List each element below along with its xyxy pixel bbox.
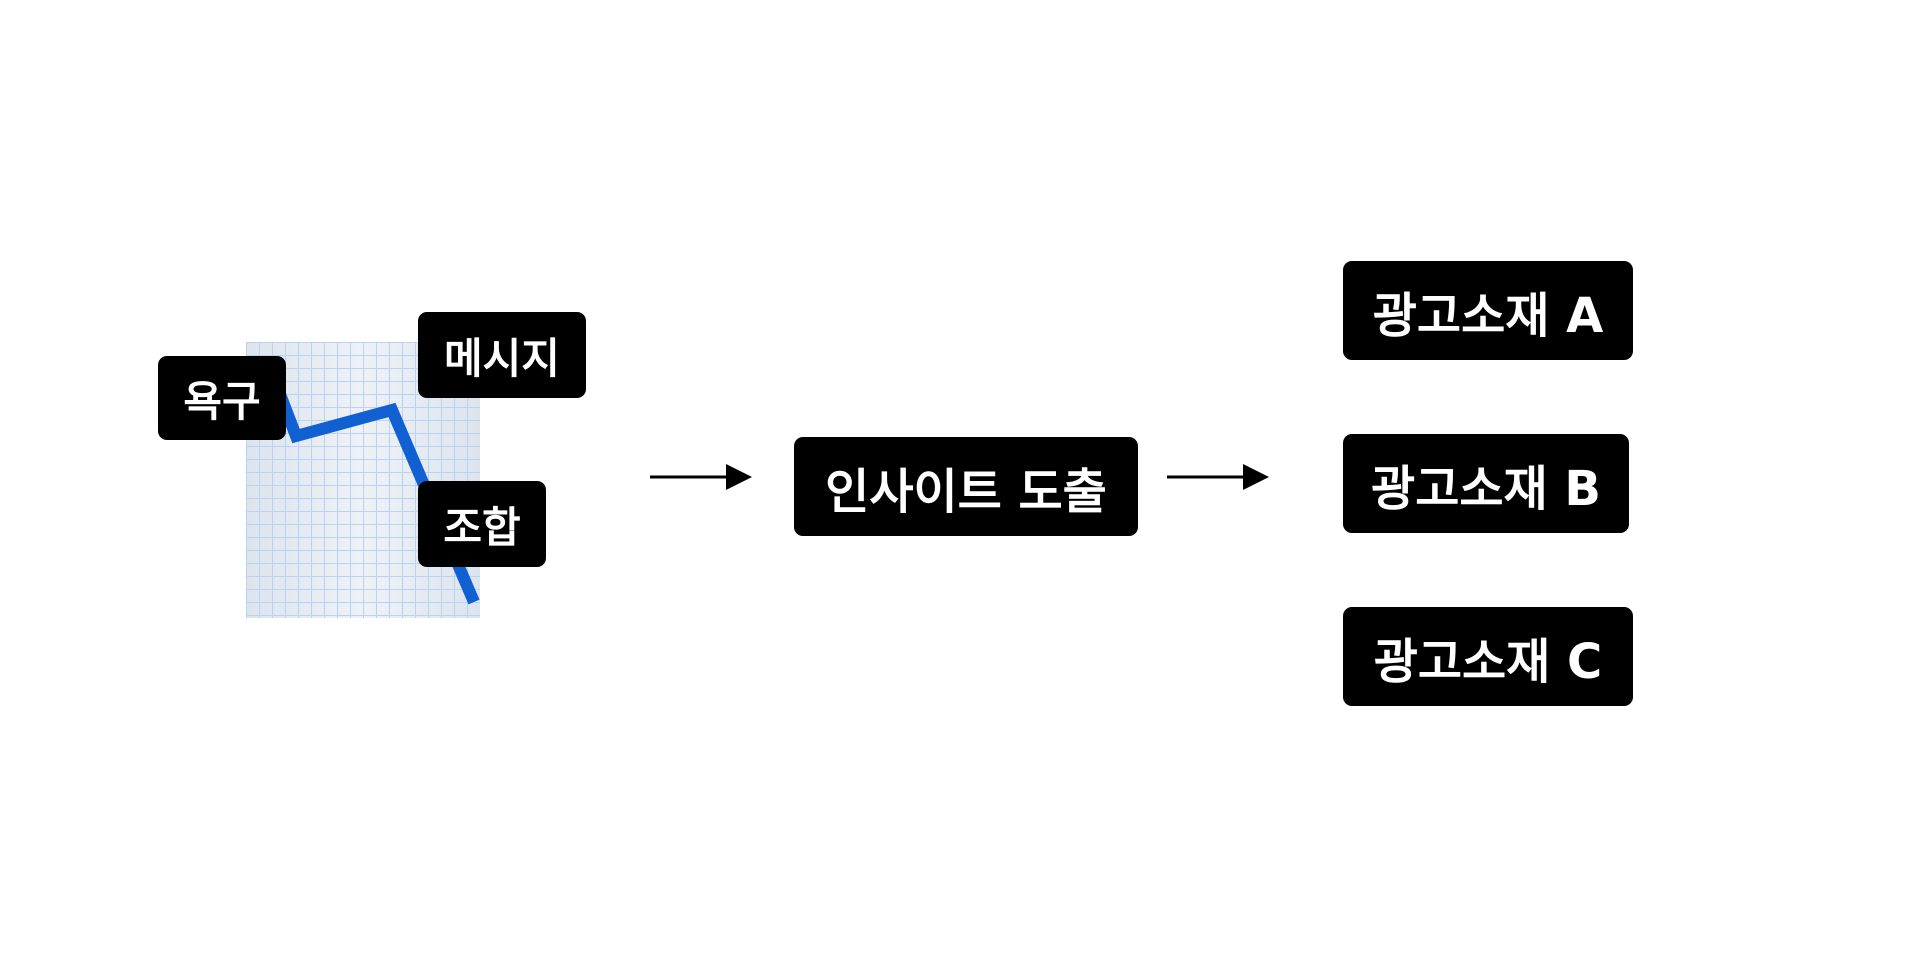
insight-box-label: 인사이트 도출 (825, 463, 1107, 520)
output-box-c: 광고소재 C (1343, 607, 1633, 706)
tag-message: 메시지 (418, 312, 586, 398)
tag-message-label: 메시지 (444, 333, 560, 383)
right-arrow-icon (1167, 464, 1269, 490)
tag-need-label: 욕구 (183, 376, 261, 426)
tag-combination-label: 조합 (443, 502, 521, 552)
output-label: 광고소재 B (1371, 460, 1601, 517)
insight-box: 인사이트 도출 (794, 437, 1138, 536)
tag-need: 욕구 (158, 356, 286, 440)
output-box-a: 광고소재 A (1343, 261, 1633, 360)
output-box-b: 광고소재 B (1343, 434, 1629, 533)
tag-combination: 조합 (418, 481, 546, 567)
output-label: 광고소재 C (1373, 633, 1603, 690)
output-label: 광고소재 A (1372, 287, 1604, 344)
right-arrow-icon (650, 464, 752, 490)
